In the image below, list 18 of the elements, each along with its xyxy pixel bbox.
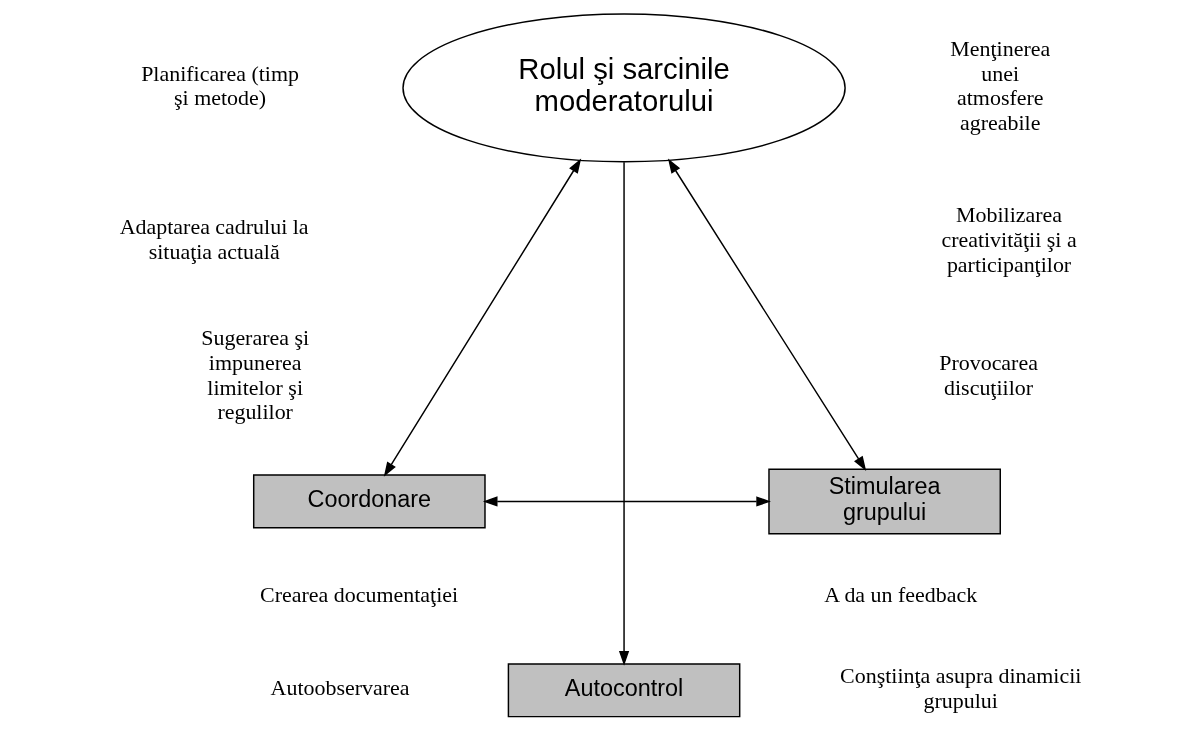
node-ellipse: Rolul şi sarcinile moderatorului bbox=[401, 13, 846, 163]
label: Conştiinţa asupra dinamicii grupului bbox=[839, 662, 1081, 713]
label: Provocarea discuţiilor bbox=[938, 349, 1038, 400]
label: Planificarea (timp şi metode) bbox=[140, 60, 299, 111]
arrow bbox=[482, 496, 771, 507]
label: A da un feedback bbox=[823, 581, 977, 607]
label: Menţinerea unei atmosfere agreabile bbox=[949, 35, 1050, 136]
label: Sugerarea şi impunerea limitelor şi regulilor bbox=[200, 324, 309, 425]
node-box: Autocontrol bbox=[507, 663, 740, 718]
arrow bbox=[667, 158, 866, 471]
node-box: Stimularea grupului bbox=[767, 468, 1001, 535]
label: Autoobservarea bbox=[270, 675, 410, 701]
label: Mobilizarea creativităţii şi a participanţilor bbox=[940, 201, 1077, 277]
arrow bbox=[383, 158, 581, 477]
arrow bbox=[618, 161, 629, 666]
node-box: Coordonare bbox=[252, 474, 486, 529]
label: Crearea documentaţiei bbox=[259, 581, 458, 607]
label: Adaptarea cadrului la situaţia actuală bbox=[119, 214, 309, 265]
